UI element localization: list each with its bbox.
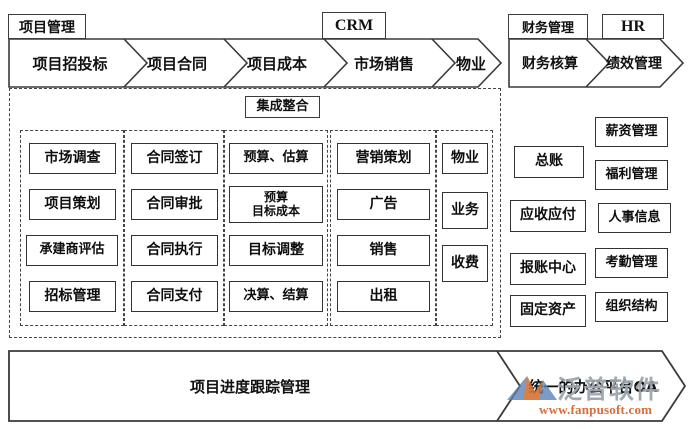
module-box-label: 决算、结算 [243,288,309,304]
caption-tab-finance: 财务管理 [508,14,588,39]
module-box-organization-structure[interactable]: 组织结构 [595,292,668,322]
module-box-personnel-information[interactable]: 人事信息 [598,203,671,233]
module-box-label: 合同执行 [146,241,203,258]
process-band-right [508,38,684,88]
module-box-label: 出租 [369,287,398,304]
module-box-contractor-evaluation[interactable]: 承建商评估 [26,235,118,266]
module-box-label: 组织结构 [605,298,658,314]
integration-tag: 集成整合 [245,96,320,118]
module-box-label: 项目策划 [44,195,101,212]
module-box-budget-target-cost[interactable]: 预算 目标成本 [229,186,323,223]
module-box-bidding-management[interactable]: 招标管理 [29,281,116,312]
module-box-label: 预算、估算 [243,150,309,166]
column-frame-bidding [20,130,124,326]
module-box-final-settlement[interactable]: 决算、结算 [229,281,323,312]
caption-tab-project-management: 项目管理 [8,14,86,39]
module-box-contract-execution[interactable]: 合同执行 [131,235,218,266]
caption-tab-label: 财务管理 [521,21,574,36]
module-box-label: 营销策划 [355,149,412,166]
module-box-label: 应收应付 [520,207,576,224]
caption-tab-label: 项目管理 [19,19,75,36]
module-box-label: 人事信息 [608,209,661,225]
footer-band [8,350,686,422]
module-box-label: 广告 [369,195,398,212]
process-band-left [8,38,502,88]
column-frame-cost [224,130,328,326]
module-box-fixed-assets[interactable]: 固定资产 [510,295,586,327]
module-box-target-adjustment[interactable]: 目标调整 [229,235,323,266]
module-box-budget-estimate[interactable]: 预算、估算 [229,143,323,174]
module-box-contract-signing[interactable]: 合同签订 [131,143,218,174]
module-box-marketing-planning[interactable]: 营销策划 [337,143,430,174]
module-box-label: 合同支付 [146,287,203,304]
module-box-label: 报账中心 [520,260,576,277]
module-box-label: 福利管理 [605,166,658,182]
caption-tab-hr: HR [602,14,664,39]
column-frame-property [436,130,493,326]
caption-tab-label: HR [621,17,645,35]
module-box-label: 合同签订 [146,149,203,166]
module-box-contract-payment[interactable]: 合同支付 [131,281,218,312]
module-box-reimbursement-center[interactable]: 报账中心 [510,253,586,285]
caption-tab-label: CRM [334,16,374,34]
module-box-label: 合同审批 [146,195,203,212]
module-box-property-business[interactable]: 业务 [442,192,488,229]
module-box-sales[interactable]: 销售 [337,235,430,266]
module-box-label: 市场调查 [44,149,101,166]
column-frame-contract [124,130,224,326]
module-box-contract-approval[interactable]: 合同审批 [131,189,218,220]
module-box-label: 物业 [451,149,479,166]
module-box-label: 预算 目标成本 [251,190,300,218]
module-box-advertising[interactable]: 广告 [337,189,430,220]
module-box-attendance-management[interactable]: 考勤管理 [595,248,668,278]
module-box-label: 业务 [451,201,479,218]
module-box-salary-management[interactable]: 薪资管理 [595,117,668,147]
module-box-property[interactable]: 物业 [442,143,488,174]
module-box-label: 总账 [535,153,563,170]
integration-tag-label: 集成整合 [256,99,309,115]
module-box-project-planning[interactable]: 项目策划 [29,189,116,220]
module-box-label: 目标调整 [248,241,304,258]
caption-tab-crm: CRM [322,12,386,39]
module-box-label: 销售 [369,241,398,258]
module-matrix-outer-frame [9,88,501,338]
module-box-label: 薪资管理 [605,123,658,139]
module-box-market-research[interactable]: 市场调查 [29,143,116,174]
module-box-label: 招标管理 [44,287,101,304]
module-box-general-ledger[interactable]: 总账 [514,146,584,178]
module-box-property-fees[interactable]: 收费 [442,245,488,282]
module-box-label: 考勤管理 [605,254,658,270]
module-box-label: 固定资产 [520,302,576,319]
module-box-welfare-management[interactable]: 福利管理 [595,160,668,190]
module-box-receivable-payable[interactable]: 应收应付 [510,200,586,232]
module-box-label: 承建商评估 [39,242,105,258]
column-frame-sales [330,130,436,326]
module-box-label: 收费 [451,254,479,271]
module-box-leasing[interactable]: 出租 [337,281,430,312]
